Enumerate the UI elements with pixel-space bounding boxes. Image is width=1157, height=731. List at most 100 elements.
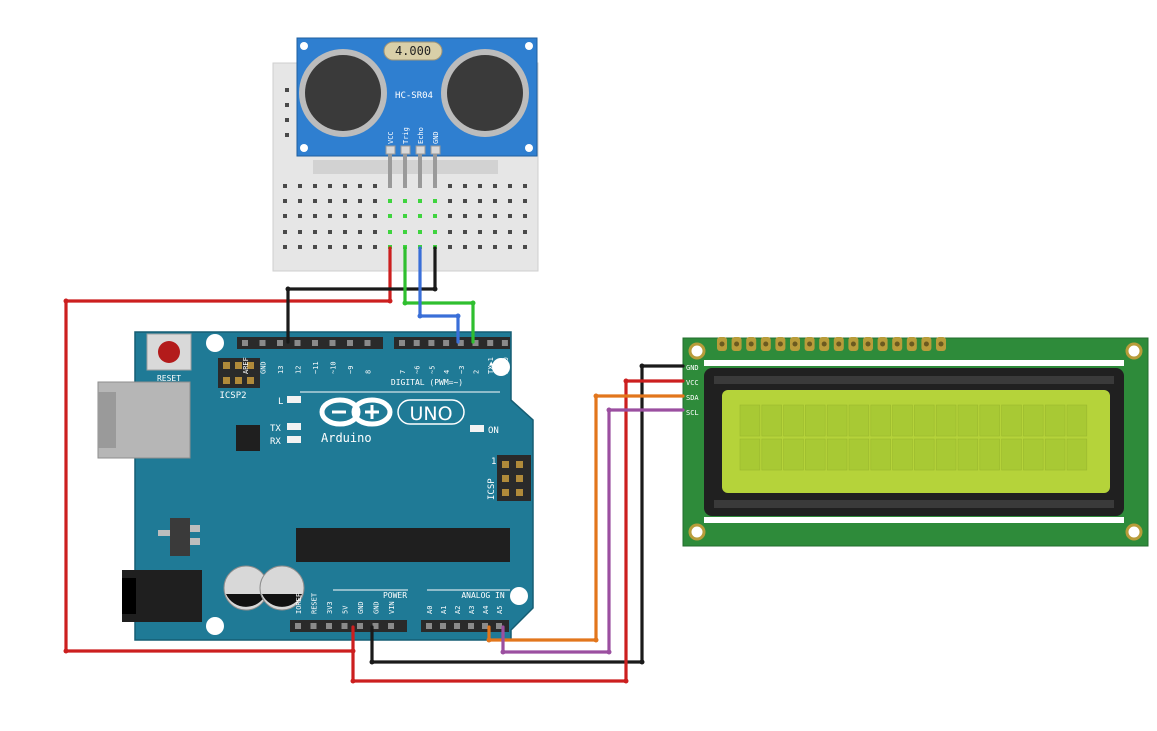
breadboard-hole (523, 214, 527, 218)
power-pin-label: 3V3 (326, 601, 334, 614)
analog-pin-label: A3 (468, 606, 476, 614)
digital-header-left (237, 337, 383, 349)
breadboard-hole (403, 214, 407, 218)
lcd-character-cell (979, 404, 1000, 437)
capacitor (223, 565, 269, 611)
lcd-pad-hole (850, 341, 856, 347)
analog-pin-label: A2 (454, 606, 462, 614)
power-pin-label: 5V (342, 605, 350, 614)
icsp2-header (218, 358, 260, 388)
crystal-oscillator (383, 41, 443, 61)
lcd-character-cell (892, 438, 913, 471)
digital-pin-label: 13 (277, 366, 285, 374)
uno-badge (397, 399, 465, 425)
lcd-character-cell (935, 404, 957, 437)
lcd-pad-hole (836, 341, 842, 347)
lcd-character-cell (914, 404, 935, 437)
breadboard-hole (373, 230, 377, 234)
arduino-mount-hole (206, 334, 224, 352)
breadboard-hole (418, 214, 422, 218)
arduino-pcb (134, 331, 534, 641)
header-pin (457, 340, 464, 346)
brand-label: Arduino (321, 431, 372, 445)
breadboard-hole (493, 245, 497, 249)
voltage-regulator (170, 518, 190, 556)
atmega-chip (296, 528, 510, 562)
led-l (287, 396, 301, 403)
lcd-mount-hole (1125, 523, 1143, 541)
uno-label: UNO (409, 403, 452, 425)
icsp-header (497, 455, 531, 501)
breadboard-hole (298, 214, 302, 218)
breadboard-hole (283, 199, 287, 203)
breadboard-hole (358, 245, 362, 249)
lcd-character-cell (1066, 404, 1088, 437)
breadboard-hole (343, 245, 347, 249)
lcd-silk-bottom (704, 517, 1124, 523)
lcd-character-cell (826, 404, 848, 437)
header-pin (277, 340, 283, 346)
arduino-mount-hole (510, 587, 528, 605)
lcd-character-cell (848, 404, 870, 437)
lcd-character-cell (1044, 438, 1066, 471)
reset-button-cap[interactable] (158, 341, 180, 363)
digital-header-right (394, 337, 510, 349)
breadboard-hole (523, 230, 527, 234)
lcd-pad-hole (909, 341, 915, 347)
breadboard-hole (493, 184, 497, 188)
breadboard-holes (283, 88, 527, 249)
transducer-right (447, 55, 523, 131)
header-pin (388, 623, 394, 629)
sensor-pin-label-trig: Trig (402, 127, 410, 144)
lcd-pad-hole (763, 341, 769, 347)
header-pin (341, 623, 348, 629)
header-pin (294, 340, 301, 346)
power-pin-label: GND (373, 601, 381, 614)
icsp2-label: ICSP2 (219, 391, 246, 401)
breadboard-hole (298, 245, 302, 249)
lcd-pad-hole (807, 341, 813, 347)
breadboard-hole (508, 214, 512, 218)
digital-pin-label: ~3 (458, 366, 466, 374)
breadboard-hole (313, 245, 317, 249)
breadboard-hole (448, 245, 452, 249)
breadboard-hole (493, 199, 497, 203)
header-pin (347, 340, 353, 346)
breadboard-hole (463, 214, 467, 218)
regulator-leg (190, 525, 200, 532)
lcd-character-cell (957, 438, 979, 471)
lcd-character-cell (870, 404, 891, 437)
breadboard-hole (358, 184, 362, 188)
led-tx (287, 423, 301, 430)
lcd-pad-hole (734, 341, 740, 347)
breadboard-hole (328, 199, 332, 203)
sensor-mount-hole (525, 42, 533, 50)
breadboard-hole (328, 230, 332, 234)
breadboard-hole (478, 245, 482, 249)
breadboard-hole (463, 230, 467, 234)
lcd-character-cell (957, 404, 979, 437)
lcd-character-cell (914, 438, 935, 471)
power-pin-label: GND (357, 601, 365, 614)
breadboard-hole (523, 245, 527, 249)
lcd-mount-hole (688, 342, 706, 360)
lcd-top-pads (717, 337, 946, 351)
analog-pin-label: A4 (482, 606, 490, 614)
breadboard-hole (478, 230, 482, 234)
lcd-character-cell (761, 404, 782, 437)
lcd-silk-top (704, 360, 1124, 366)
lcd-pad-hole (821, 341, 827, 347)
header-pin (426, 623, 432, 629)
transducer-left (305, 55, 381, 131)
lcd-pad-hole (923, 341, 929, 347)
breadboard-hole (448, 214, 452, 218)
digital-pin-label: ~10 (330, 361, 338, 374)
breadboard-hole (283, 184, 287, 188)
lcd-character-cell (805, 404, 826, 437)
breadboard-hole (313, 214, 317, 218)
header-pin (310, 623, 317, 629)
breadboard-hole (478, 184, 482, 188)
lcd-character-cell (1001, 404, 1022, 437)
arduino-mount-hole (492, 358, 510, 376)
